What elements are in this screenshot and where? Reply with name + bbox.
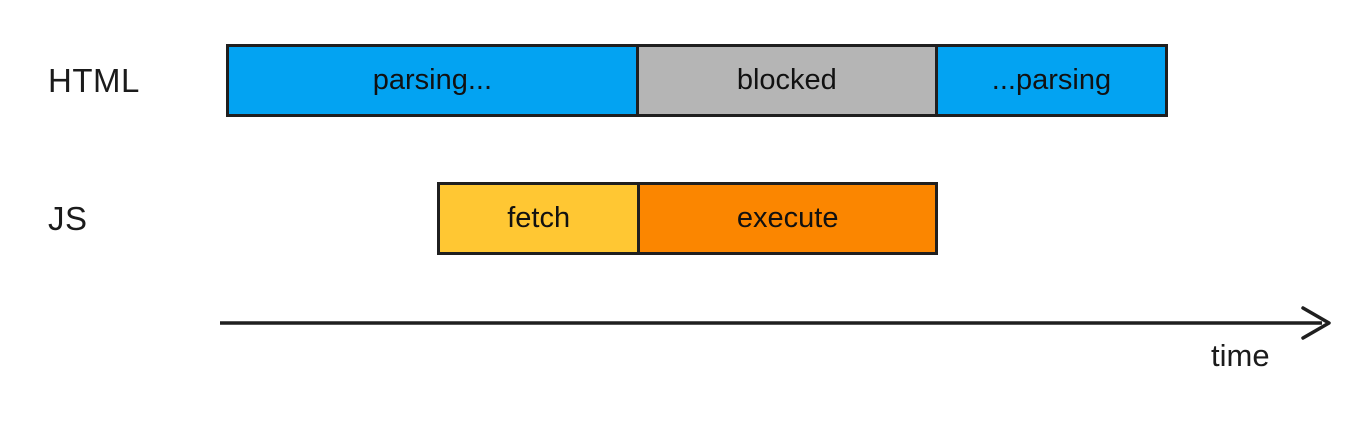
time-axis-label: time [1211,338,1270,373]
js-timeline-bar: fetch execute [437,182,938,255]
segment-label: execute [736,202,839,234]
segment-parsing: parsing... [229,47,636,114]
segment-blocked: blocked [635,47,935,114]
segment-parsing: ...parsing [934,47,1165,114]
arrowhead-icon [1301,306,1331,340]
segment-label: blocked [736,64,837,96]
segment-execute: execute [637,185,935,252]
segment-fetch: fetch [440,185,638,252]
html-timeline-bar: parsing... blocked ...parsing [226,44,1168,117]
segment-label: fetch [507,202,571,234]
js-row-label: JS [48,199,88,237]
segment-label: ...parsing [991,64,1112,96]
segment-label: parsing... [372,64,493,96]
html-row-label: HTML [48,61,140,99]
